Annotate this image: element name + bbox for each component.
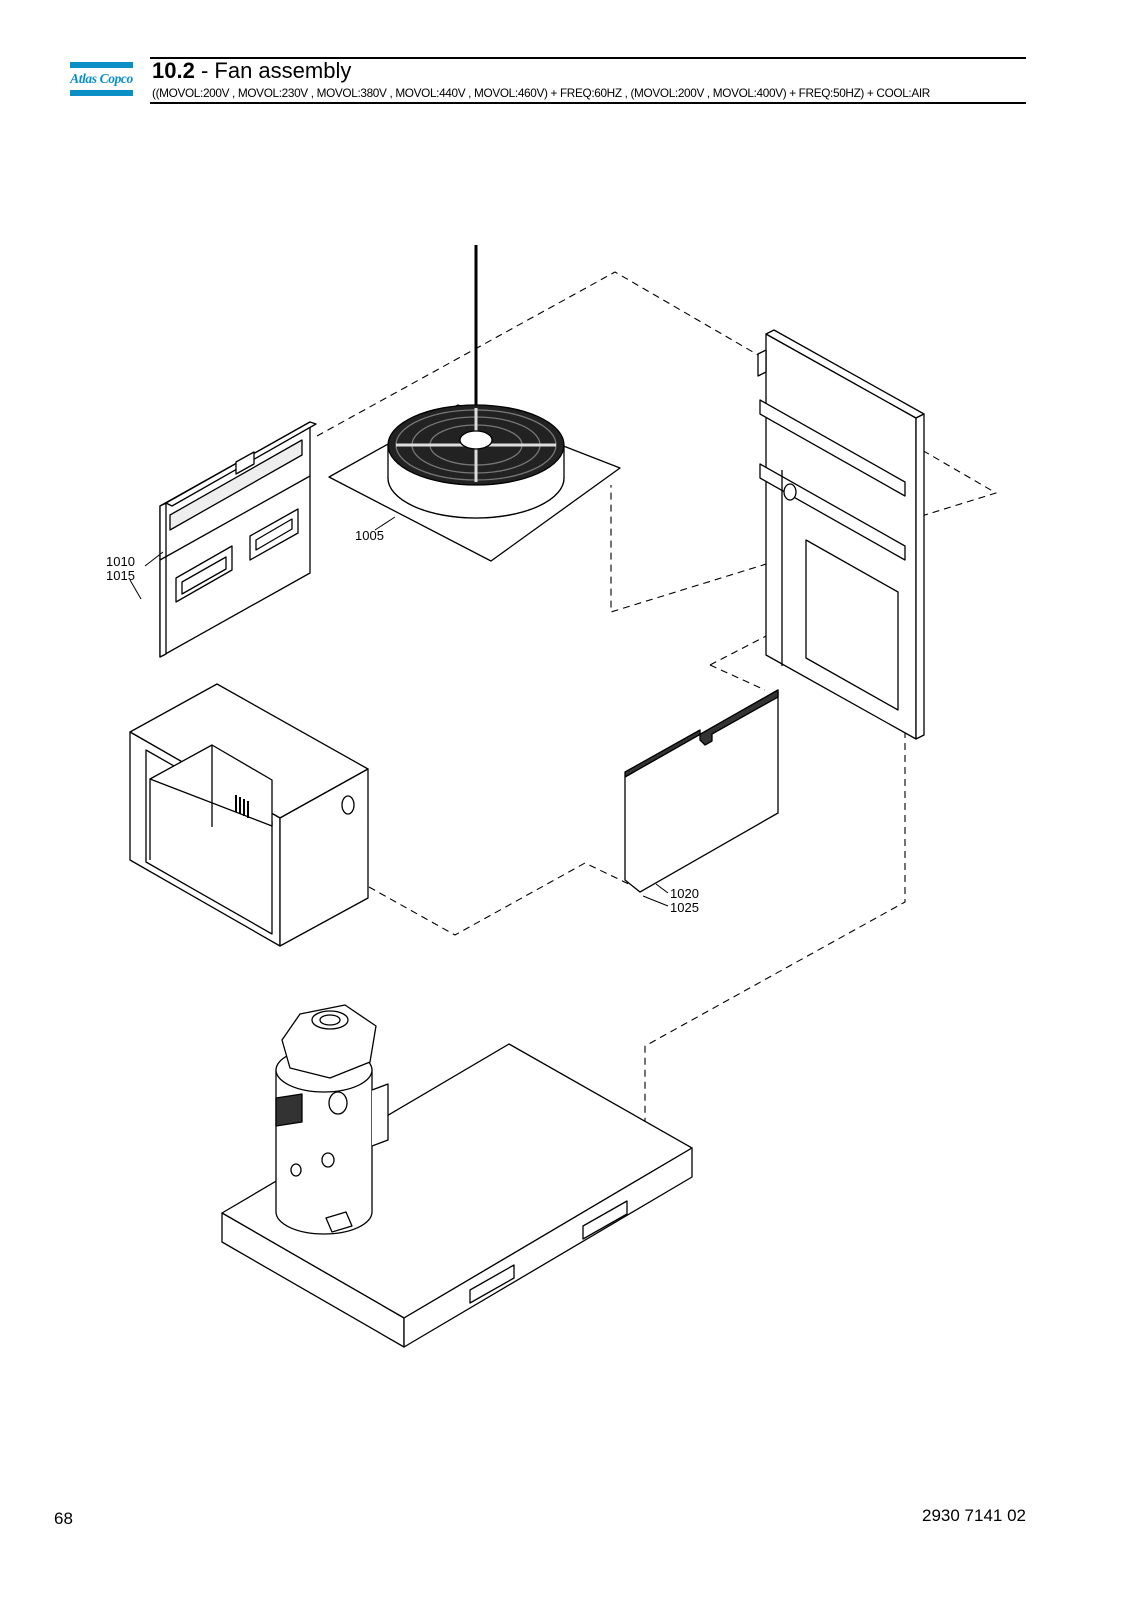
section-title: Fan assembly (214, 58, 352, 83)
front-panel (624, 689, 779, 893)
section-number: 10.2 (152, 58, 195, 83)
cabinet-housing (129, 683, 369, 947)
logo-wordmark: Atlas Copco (70, 71, 133, 86)
base-plate (221, 1043, 693, 1348)
callout-1015: 1015 (106, 568, 135, 583)
left-side-panel (159, 421, 317, 658)
callout-1005: 1005 (355, 528, 384, 543)
fan-assembly (328, 245, 621, 562)
section-heading: 10.2 - Fan assembly (152, 58, 351, 84)
atlas-copco-logo: Atlas Copco (70, 62, 133, 96)
logo-bar-bottom (70, 90, 133, 96)
logo-bar-top (70, 62, 133, 68)
section-separator: - (194, 58, 215, 83)
page-number: 68 (54, 1509, 73, 1528)
header-rule-bottom (150, 102, 1026, 104)
callout-leaders (129, 516, 669, 907)
document-number: 2930 7141 02 (922, 1506, 1026, 1525)
callout-1010: 1010 (106, 554, 135, 569)
rear-frame (757, 329, 925, 740)
header-rule-top (150, 57, 1026, 59)
assembly-guide-lines (316, 271, 997, 1144)
applicability-line: ((MOVOL:200V , MOVOL:230V , MOVOL:380V ,… (152, 86, 930, 100)
callout-1025: 1025 (670, 900, 699, 915)
compressor (275, 1004, 389, 1235)
callout-1020: 1020 (670, 886, 699, 901)
